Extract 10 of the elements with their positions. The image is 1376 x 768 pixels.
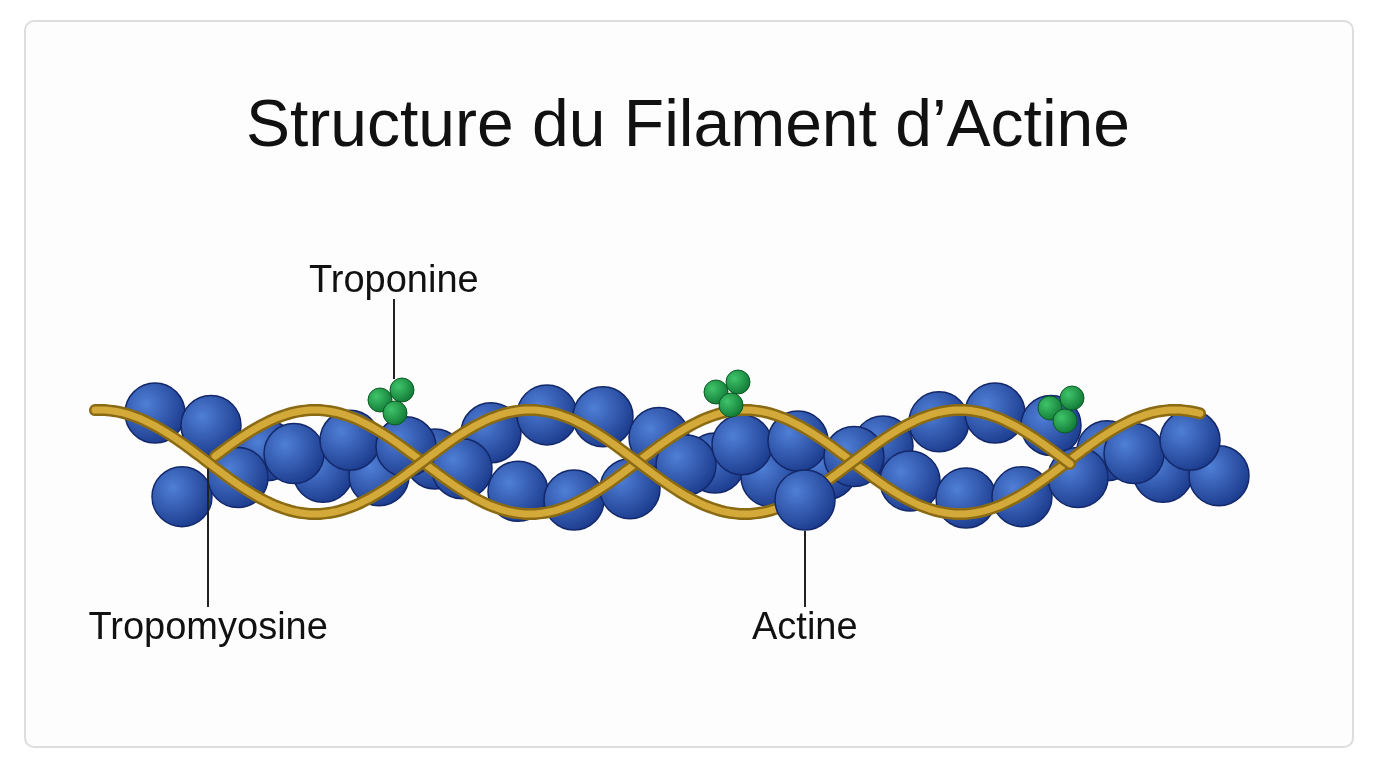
leader-line [393,298,395,380]
troponin-complex [367,377,415,426]
part-label: Actine [752,605,858,648]
leader-line [207,467,209,608]
part-label: Tropomyosine [88,605,328,648]
title: Structure du Filament d’Actine [244,85,1132,161]
part-label: Troponine [309,258,479,301]
leader-line [804,530,806,608]
tropomyosin-strand [89,404,1076,520]
actin-bead [774,469,836,531]
